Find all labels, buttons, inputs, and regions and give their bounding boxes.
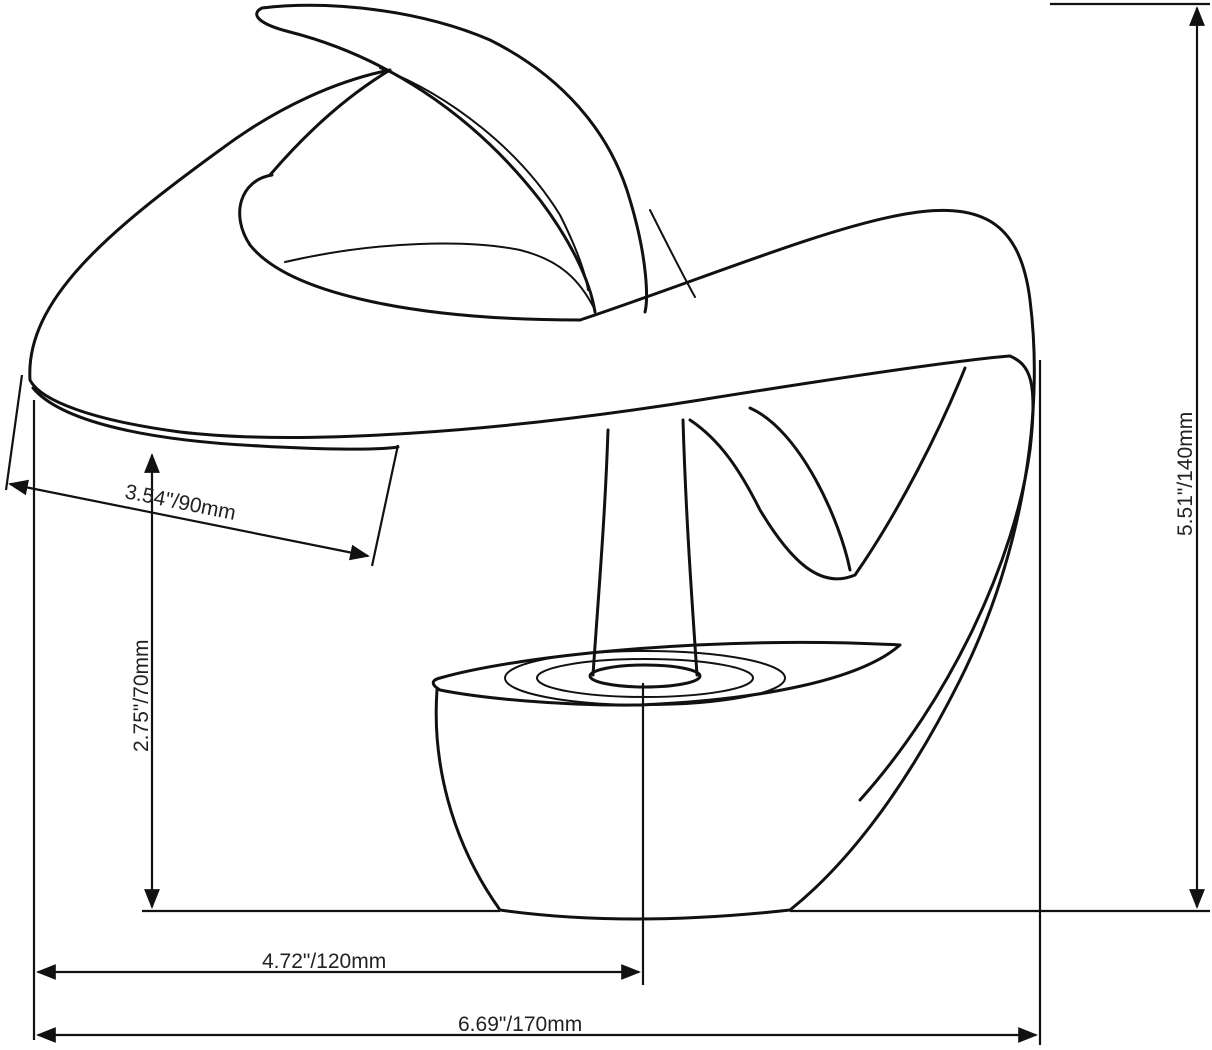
total-height-label: 5.51"/140mm [1174,412,1197,536]
lever-side [649,209,696,298]
base-ring-outer [504,650,786,706]
base-top [431,640,902,707]
stem-right [681,418,699,677]
reach-ext-right [370,444,400,567]
bowl-opening [238,173,582,322]
base-body [434,688,792,921]
arm-notch [688,366,967,581]
dimension-lines [4,2,1210,1045]
back-arm-inner [858,354,1035,802]
lever-handle [255,3,648,314]
stem-left [591,428,610,677]
spout-lip [31,386,400,451]
back-arm [578,208,1036,912]
spout-body [28,68,1012,439]
spout-height-label: 2.75"/70mm [130,639,153,752]
reach-ext-left [4,374,24,491]
bowl-rim [284,242,596,311]
stem-collar [588,663,702,689]
faucet-outline [28,3,1036,921]
lever-edge [379,67,589,291]
base-ring-middle [536,658,754,698]
total-length-label: 6.69"/170mm [458,1013,582,1036]
center-to-back-label: 4.72"/120mm [262,950,386,973]
reach-dimension-line [8,479,370,561]
dimension-labels: 3.54"/90mm 2.75"/70mm 4.72"/120mm 6.69"/… [123,412,1197,1036]
